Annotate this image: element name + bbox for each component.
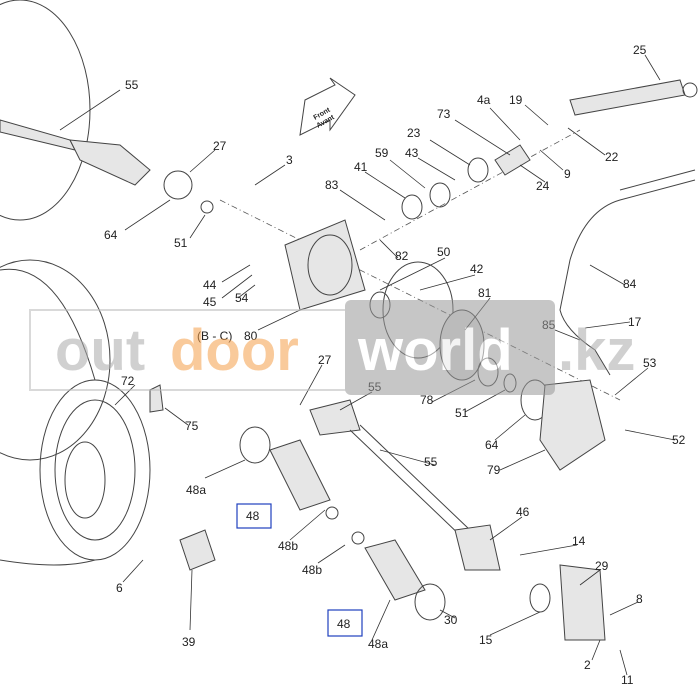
callout-6: 6 <box>116 581 123 595</box>
callout-79: 79 <box>487 463 501 477</box>
lower-drive-shaft <box>149 384 606 641</box>
callout-8: 8 <box>636 592 643 606</box>
callout-11: 11 <box>621 673 634 687</box>
callout-19: 19 <box>509 93 523 107</box>
highlight-box-48-lower <box>327 609 363 637</box>
callout-83: 83 <box>325 178 339 192</box>
callout-44: 44 <box>203 278 217 292</box>
leader-lines <box>59 54 676 676</box>
callout-2: 2 <box>584 658 591 672</box>
callout-78: 78 <box>420 393 434 407</box>
upper-drive-shaft <box>0 119 214 214</box>
callout-48a-lower: 48a <box>368 637 388 651</box>
callout-3: 3 <box>286 153 293 167</box>
watermark-world: world <box>357 318 513 383</box>
callout-27-lower: 27 <box>318 353 332 367</box>
watermark-out: out <box>55 318 145 383</box>
callout-labels: 55 27 64 51 3 44 45 54 (B - C) 80 83 41 … <box>104 43 686 687</box>
callout-42: 42 <box>470 262 484 276</box>
callout-81: 81 <box>478 286 492 300</box>
callout-52: 52 <box>672 433 686 447</box>
callout-73: 73 <box>437 107 451 121</box>
callout-48-lower[interactable]: 48 <box>337 617 351 631</box>
callout-25: 25 <box>633 43 647 57</box>
callout-48b: 48b <box>278 539 298 553</box>
callout-46: 46 <box>516 505 530 519</box>
callout-72: 72 <box>121 374 135 388</box>
callout-29: 29 <box>595 559 609 573</box>
callout-75: 75 <box>185 419 199 433</box>
callout-51-lower: 51 <box>455 406 469 420</box>
callout-48[interactable]: 48 <box>246 509 260 523</box>
callout-39: 39 <box>182 635 196 649</box>
callout-82: 82 <box>395 249 409 263</box>
callout-53: 53 <box>643 356 657 370</box>
callout-23: 23 <box>407 126 421 140</box>
callout-59: 59 <box>375 146 389 160</box>
callout-17: 17 <box>628 315 642 329</box>
highlight-box-48 <box>236 503 272 529</box>
callout-22: 22 <box>605 150 619 164</box>
callout-64: 64 <box>104 228 118 242</box>
callout-24: 24 <box>536 179 550 193</box>
front-arrow: Front Avant <box>299 77 356 136</box>
callout-48a: 48a <box>186 483 206 497</box>
callout-54: 54 <box>235 291 249 305</box>
watermark-kz: .kz <box>558 318 635 383</box>
callout-64-lower: 64 <box>485 438 499 452</box>
callout-15: 15 <box>479 633 493 647</box>
callout-30: 30 <box>444 613 458 627</box>
callout-51: 51 <box>174 236 188 250</box>
wheel-drawing <box>0 0 151 566</box>
callout-50: 50 <box>437 245 451 259</box>
callout-27: 27 <box>213 139 227 153</box>
callout-43: 43 <box>405 146 419 160</box>
callout-41: 41 <box>354 160 368 174</box>
callout-80: 80 <box>244 329 258 343</box>
callout-45: 45 <box>203 295 217 309</box>
callout-48b-lower: 48b <box>302 563 322 577</box>
callout-84: 84 <box>623 277 637 291</box>
watermark-door: door <box>170 318 299 383</box>
callout-4a: 4a <box>477 93 491 107</box>
callout-9: 9 <box>564 167 571 181</box>
callout-55-shaft: 55 <box>424 455 438 469</box>
callout-b-c: (B - C) <box>197 329 232 343</box>
watermark: out door world .kz <box>29 300 635 395</box>
callout-14: 14 <box>572 534 586 548</box>
callout-55: 55 <box>125 78 139 92</box>
